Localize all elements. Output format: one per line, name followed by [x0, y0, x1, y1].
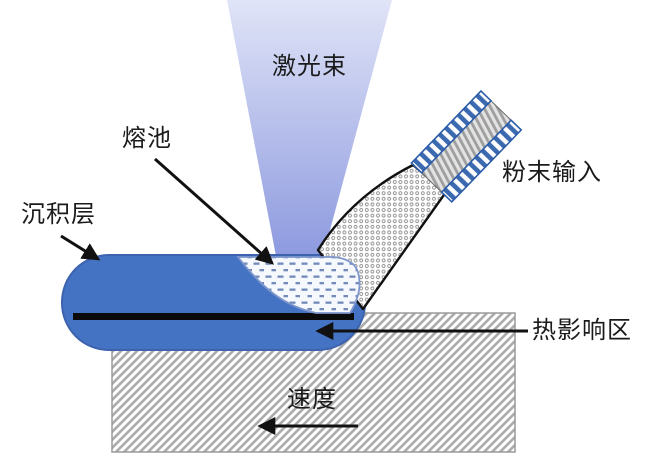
- heat-affected-zone-label: 热影响区: [532, 317, 632, 344]
- substrate-surface-line: [73, 313, 354, 320]
- nozzle-upper-rail: [410, 89, 493, 174]
- melt-pool-label: 熔池: [122, 125, 172, 152]
- melt-pool-shape: [236, 256, 361, 314]
- velocity-label: 速度: [287, 386, 337, 413]
- powder-nozzle: [410, 89, 523, 204]
- deposition-layer-label: 沉积层: [21, 201, 96, 228]
- nozzle-lower-rail: [440, 119, 523, 204]
- laser-beam-shape: [227, 0, 392, 256]
- arrow-deposition-layer: [60, 234, 101, 261]
- laser-beam-label: 激光束: [272, 53, 347, 80]
- powder-input-label: 粉末输入: [502, 159, 602, 186]
- arrow-melt-pool: [154, 157, 275, 265]
